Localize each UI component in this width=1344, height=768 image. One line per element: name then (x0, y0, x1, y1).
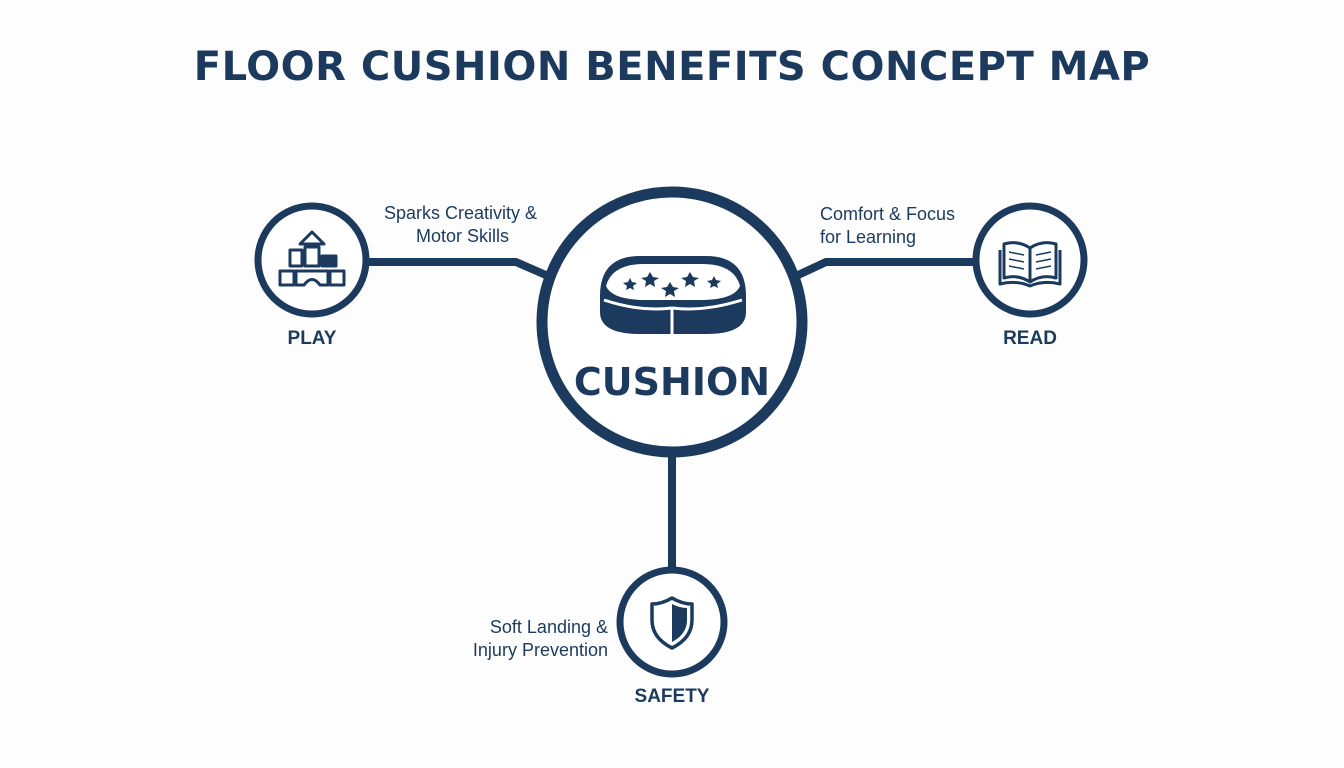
building-blocks-icon (278, 230, 346, 287)
cushion-icon (600, 256, 746, 334)
safety-benefit-text: Soft Landing & Injury Prevention (440, 616, 608, 662)
page-title: FLOOR CUSHION BENEFITS CONCEPT MAP (193, 44, 1151, 90)
read-benefit-line2: for Learning (820, 227, 917, 247)
read-label: READ (1003, 328, 1057, 349)
shield-icon (650, 596, 694, 650)
center-label: CUSHION (573, 360, 771, 404)
open-book-icon (998, 241, 1062, 288)
safety-benefit-line2: Injury Prevention (472, 640, 608, 660)
play-benefit-line2: Motor Skills (416, 226, 510, 246)
safety-label: SAFETY (634, 686, 710, 707)
play-node (254, 202, 370, 318)
safety-benefit-line1: Soft Landing & (489, 617, 608, 637)
connector-read (794, 258, 976, 280)
play-benefit-text: Sparks Creativity & Motor Skills (384, 202, 564, 248)
read-benefit-text: Comfort & Focus for Learning (820, 203, 990, 249)
read-benefit-line1: Comfort & Focus (820, 204, 956, 224)
play-label: PLAY (287, 328, 337, 349)
play-benefit-line1: Sparks Creativity & (384, 203, 538, 223)
connector-play (366, 258, 550, 280)
